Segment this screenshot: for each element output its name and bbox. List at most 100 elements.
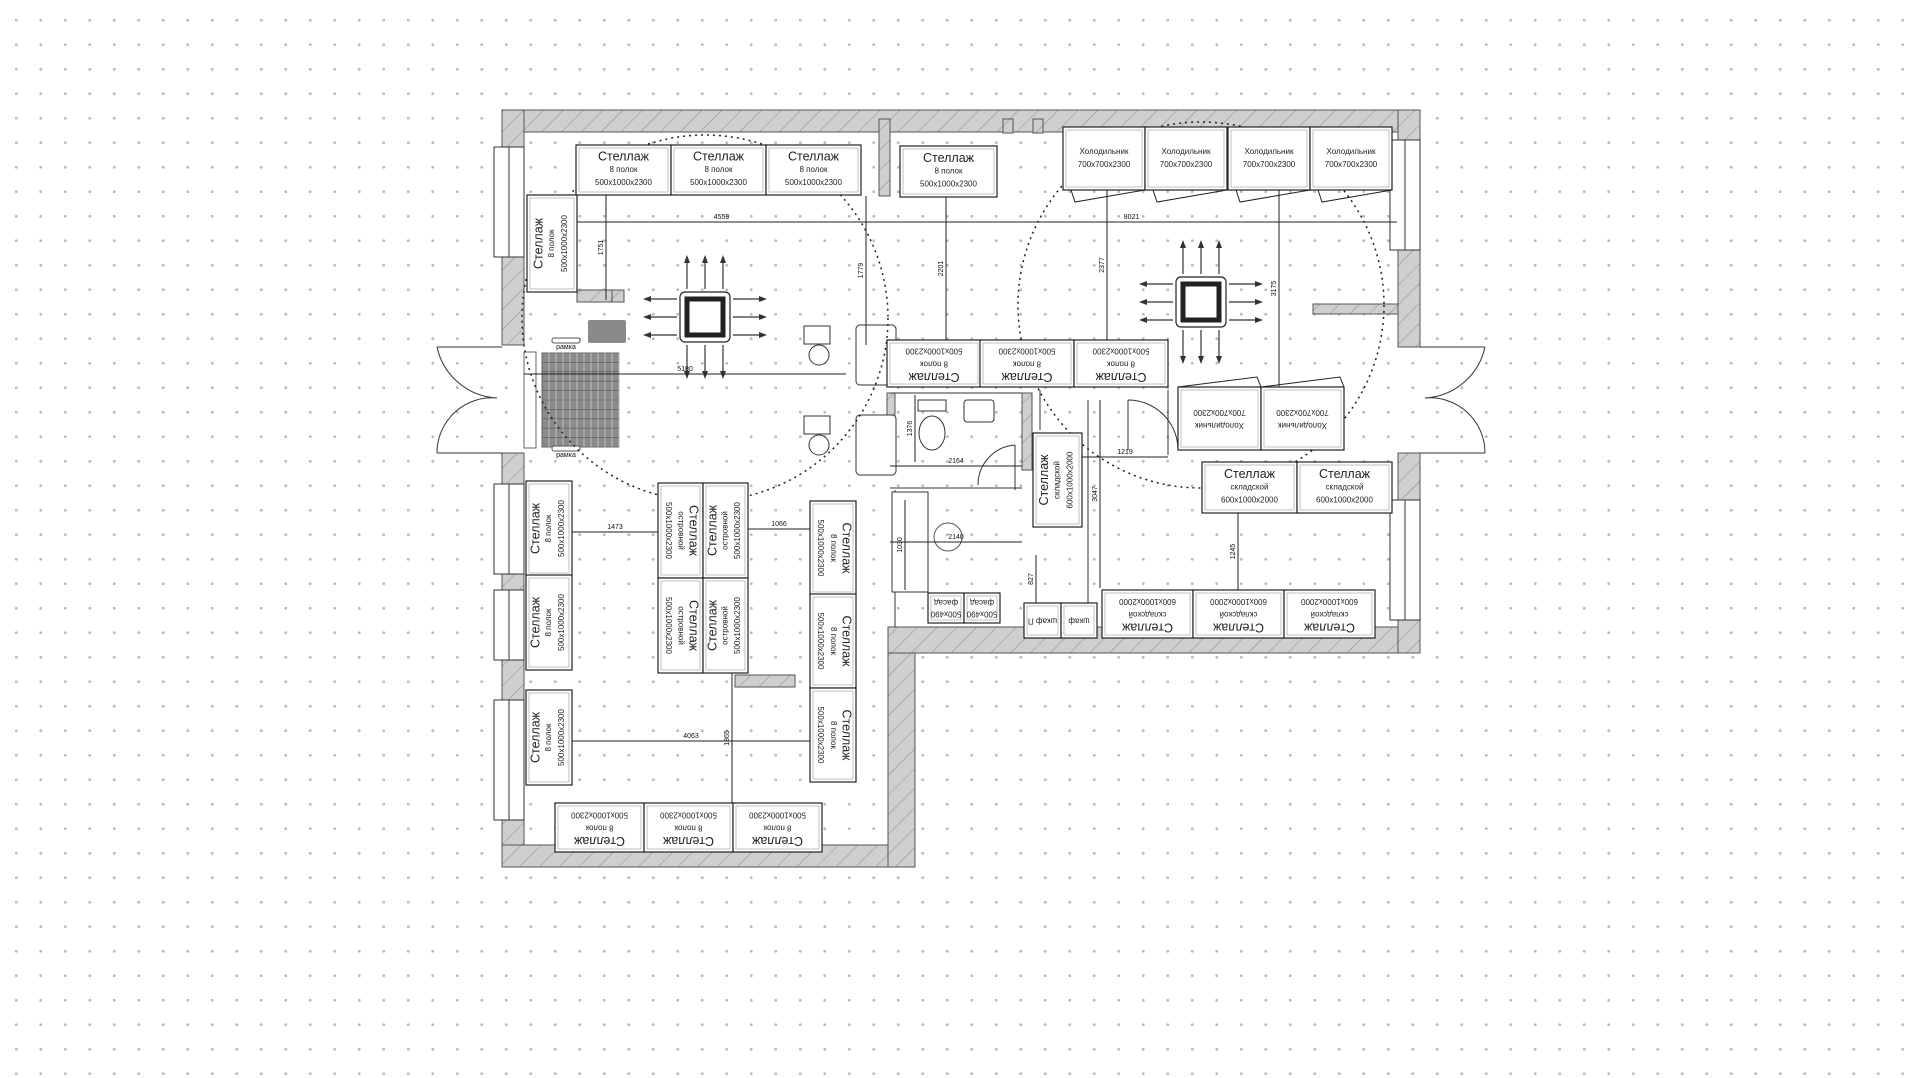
window [493, 146, 525, 258]
dimension-label: 1376 [907, 421, 914, 437]
island-shelf-inner [705, 485, 746, 576]
cabinet-outline [1023, 602, 1062, 639]
shelf-label: 8 полок [1107, 359, 1135, 368]
shelf-label: 8 полок [920, 359, 948, 368]
fridge-outline [1309, 126, 1393, 191]
storage-shelf-label: 600x1000x2000 [1118, 597, 1175, 606]
shelf-label: 500x1000x2300 [570, 810, 627, 819]
dimension: 1245 [1230, 513, 1239, 590]
dimension-label: 2140 [948, 534, 964, 541]
arrowhead-icon [1198, 356, 1204, 364]
cashier-desk [803, 324, 897, 386]
dimension-label: 1865 [724, 730, 731, 746]
dimension: 2140 [890, 534, 1022, 543]
storage-shelf-label: складской [1326, 483, 1364, 492]
dimension: 4559 [577, 214, 866, 223]
island-shelf-inner [705, 580, 746, 671]
shelf-label: 500x1000x2300 [560, 214, 569, 271]
shelf-inner [528, 577, 570, 668]
shelf-label: 500x1000x2300 [816, 520, 825, 577]
storage-shelf-label: 600x1000x2000 [1209, 597, 1266, 606]
shelf-label: Стеллаж [923, 151, 975, 165]
shelf-label: 8 полок [547, 229, 556, 257]
arrowhead-icon [643, 332, 651, 338]
shelf-label: Стеллаж [839, 522, 853, 574]
cabinet-label: 500x490 [930, 610, 961, 619]
dimension: 827 [1028, 555, 1037, 603]
entrance-door-right [1420, 346, 1486, 454]
shelf-label: 500x1000x2300 [816, 613, 825, 670]
toilet-icon [918, 415, 946, 451]
dimension-label: 827 [1028, 573, 1035, 585]
arrowhead-icon [759, 332, 767, 338]
fridge-label: 700x700x2300 [1193, 408, 1246, 417]
dimension: 3047 [1092, 400, 1101, 588]
storage-shelf-inner [1104, 592, 1191, 636]
shelf-outline [525, 689, 573, 786]
shelf-outline [526, 194, 578, 293]
chair-icon [808, 434, 830, 456]
dimension: 5180 [524, 366, 846, 375]
shelf-inner [735, 805, 820, 850]
arrowhead-icon [1139, 317, 1147, 323]
ac-unit-body [1175, 276, 1227, 328]
wall [887, 626, 916, 868]
shelf-inner [529, 197, 575, 290]
dimension: 2164 [890, 458, 1022, 467]
storage-shelf-label: складской [1129, 610, 1167, 619]
dimension: 1066 [748, 521, 810, 530]
shelf-label: 500x1000x2300 [557, 593, 566, 650]
storage-shelf-label: складской [1220, 610, 1258, 619]
cabinet-inner [930, 595, 962, 621]
shelf-inner [902, 148, 995, 195]
island-shelf-label: Стеллаж [705, 504, 719, 556]
window [1389, 139, 1421, 251]
shelf-outline [575, 144, 672, 196]
dimension-label: 3175 [1271, 281, 1278, 297]
island-shelf-label: островной [676, 606, 685, 645]
wall [734, 674, 796, 688]
fridge-inner [1065, 129, 1143, 188]
wall [1312, 303, 1399, 315]
ac-unit [1139, 240, 1263, 364]
dimension: 2377 [1099, 190, 1108, 340]
fridge-door-swing [1260, 376, 1345, 388]
shelf-label: 8 полок [1013, 359, 1041, 368]
shelf-outline [1073, 339, 1169, 388]
fridge-outline [1260, 386, 1345, 451]
mat-icon [588, 320, 626, 343]
arrowhead-icon [1198, 240, 1204, 248]
shelf-label: 500x1000x2300 [1092, 346, 1149, 355]
frame-icon [551, 445, 581, 452]
ac-unit [643, 255, 767, 379]
dimension: 1779 [858, 196, 867, 345]
arrowhead-icon [720, 371, 726, 379]
island-shelf-label: 500x1000x2300 [664, 502, 673, 559]
wall [1021, 392, 1033, 471]
shelf-label: 500x1000x2300 [998, 346, 1055, 355]
fridge-inner [1230, 129, 1308, 188]
arrowhead-icon [759, 296, 767, 302]
shelf-label: 8 полок [829, 627, 838, 655]
ac-unit-vent-icon [1180, 281, 1222, 323]
island-shelf-label: Стеллаж [705, 599, 719, 651]
shelf-label: 500x1000x2300 [816, 707, 825, 764]
arrowhead-icon [1255, 317, 1263, 323]
cabinet-outline [963, 592, 1001, 624]
toilet-tank-icon [917, 399, 947, 412]
dimension-label: 1030 [897, 537, 904, 553]
cabinet-inner [1026, 605, 1059, 636]
